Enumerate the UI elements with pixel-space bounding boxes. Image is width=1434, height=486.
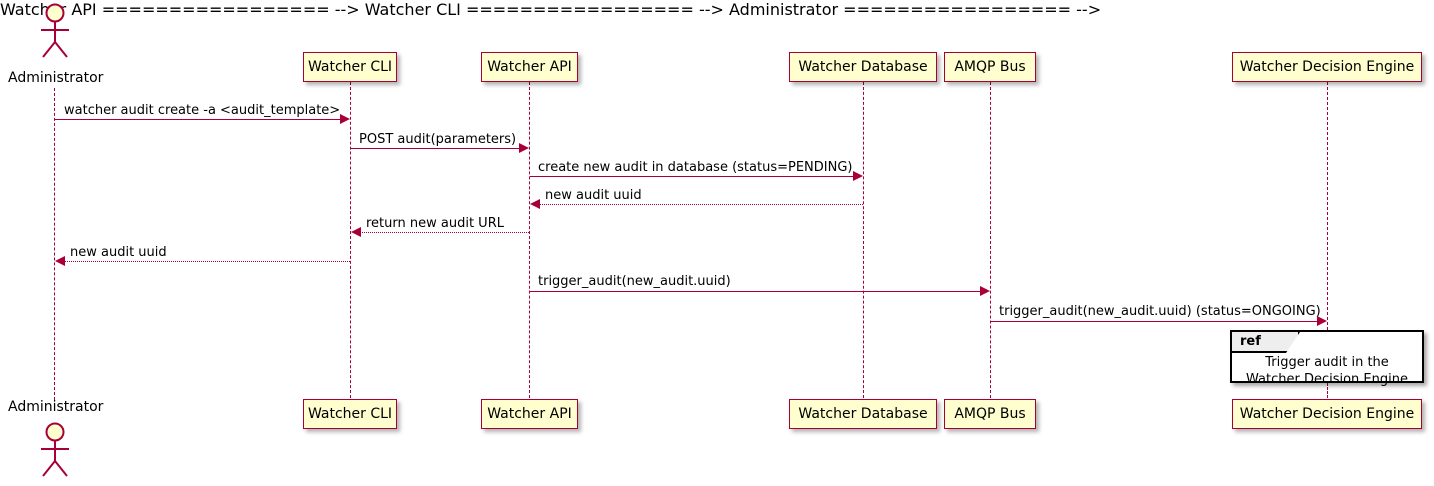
participant-label: AMQP Bus bbox=[954, 59, 1026, 75]
message-arrowhead-6 bbox=[55, 256, 65, 266]
participant-label: Watcher API bbox=[487, 406, 572, 422]
message-label-6: new audit uuid bbox=[70, 245, 167, 260]
lifeline-administrator bbox=[54, 88, 55, 400]
message-line-8 bbox=[991, 321, 1321, 322]
participant-amqp-bus-top[interactable]: AMQP Bus bbox=[944, 52, 1036, 82]
actor-label-administrator-top: Administrator bbox=[8, 70, 104, 86]
lifeline-watcher-decision-engine bbox=[1327, 82, 1328, 330]
message-arrowhead-7 bbox=[980, 286, 990, 296]
participant-label: AMQP Bus bbox=[954, 406, 1026, 422]
participant-watcher-api-bottom[interactable]: Watcher API bbox=[481, 399, 578, 429]
message-arrowhead-1 bbox=[340, 114, 350, 124]
message-label-4: new audit uuid bbox=[545, 188, 642, 203]
participant-watcher-decision-engine-bottom[interactable]: Watcher Decision Engine bbox=[1232, 399, 1422, 429]
participant-label: Watcher CLI bbox=[307, 59, 393, 75]
lifeline-watcher-cli bbox=[350, 82, 351, 398]
message-arrowhead-8 bbox=[1317, 316, 1327, 326]
participant-watcher-decision-engine-top[interactable]: Watcher Decision Engine bbox=[1232, 52, 1422, 82]
message-line-4 bbox=[539, 204, 863, 205]
participant-label: Watcher Database bbox=[798, 59, 928, 75]
ref-fragment-tag-label: ref bbox=[1240, 334, 1261, 349]
message-label-5: return new audit URL bbox=[366, 216, 504, 231]
lifeline-watcher-api bbox=[529, 82, 530, 398]
lifeline-amqp-bus bbox=[990, 82, 991, 398]
participant-watcher-database-top[interactable]: Watcher Database bbox=[789, 52, 937, 82]
ref-fragment-body: Trigger audit in the Watcher Decision En… bbox=[1232, 354, 1422, 388]
participant-label: Watcher Decision Engine bbox=[1239, 406, 1415, 422]
message-label-7: trigger_audit(new_audit.uuid) bbox=[538, 274, 731, 289]
actor-label-administrator-bottom: Administrator bbox=[8, 399, 104, 415]
message-arrowhead-5 bbox=[351, 227, 361, 237]
message-line-7 bbox=[530, 291, 984, 292]
lifeline-watcher-database bbox=[863, 82, 864, 398]
message-arrowhead-4 bbox=[530, 199, 540, 209]
message-line-1 bbox=[55, 119, 344, 120]
message-line-2 bbox=[351, 148, 523, 149]
message-label-2: POST audit(parameters) bbox=[359, 132, 517, 147]
participant-label: Watcher API bbox=[487, 59, 572, 75]
participant-label: Watcher CLI bbox=[307, 406, 393, 422]
participant-watcher-database-bottom[interactable]: Watcher Database bbox=[789, 399, 937, 429]
participant-label: Watcher Database bbox=[798, 406, 928, 422]
ref-fragment-line-2: Watcher Decision Engine bbox=[1246, 372, 1408, 387]
message-label-8: trigger_audit(new_audit.uuid) (status=ON… bbox=[999, 304, 1321, 319]
message-line-6 bbox=[64, 261, 350, 262]
participant-watcher-cli-bottom[interactable]: Watcher CLI bbox=[303, 399, 397, 429]
actor-administrator-bottom bbox=[32, 421, 78, 483]
participant-amqp-bus-bottom[interactable]: AMQP Bus bbox=[944, 399, 1036, 429]
lifeline-watcher-decision-engine-lower bbox=[1327, 383, 1328, 398]
message-line-5 bbox=[360, 232, 529, 233]
message-line-3 bbox=[530, 176, 857, 177]
participant-watcher-api-top[interactable]: Watcher API bbox=[481, 52, 578, 82]
actor-figure-icon bbox=[41, 422, 69, 477]
ref-fragment[interactable]: ref Trigger audit in the Watcher Decisio… bbox=[1230, 330, 1424, 387]
message-label-1: watcher audit create -a <audit_template> bbox=[64, 103, 341, 118]
ref-fragment-line-1: Trigger audit in the bbox=[1265, 355, 1389, 370]
message-arrowhead-3 bbox=[853, 171, 863, 181]
message-arrowhead-2 bbox=[519, 143, 529, 153]
participant-label: Watcher Decision Engine bbox=[1239, 59, 1415, 75]
ref-fragment-tag: ref bbox=[1232, 332, 1300, 353]
actor-administrator-top bbox=[32, 2, 78, 64]
message-label-3: create new audit in database (status=PEN… bbox=[538, 160, 853, 175]
participant-watcher-cli-top[interactable]: Watcher CLI bbox=[303, 52, 397, 82]
actor-figure-icon bbox=[41, 3, 69, 58]
